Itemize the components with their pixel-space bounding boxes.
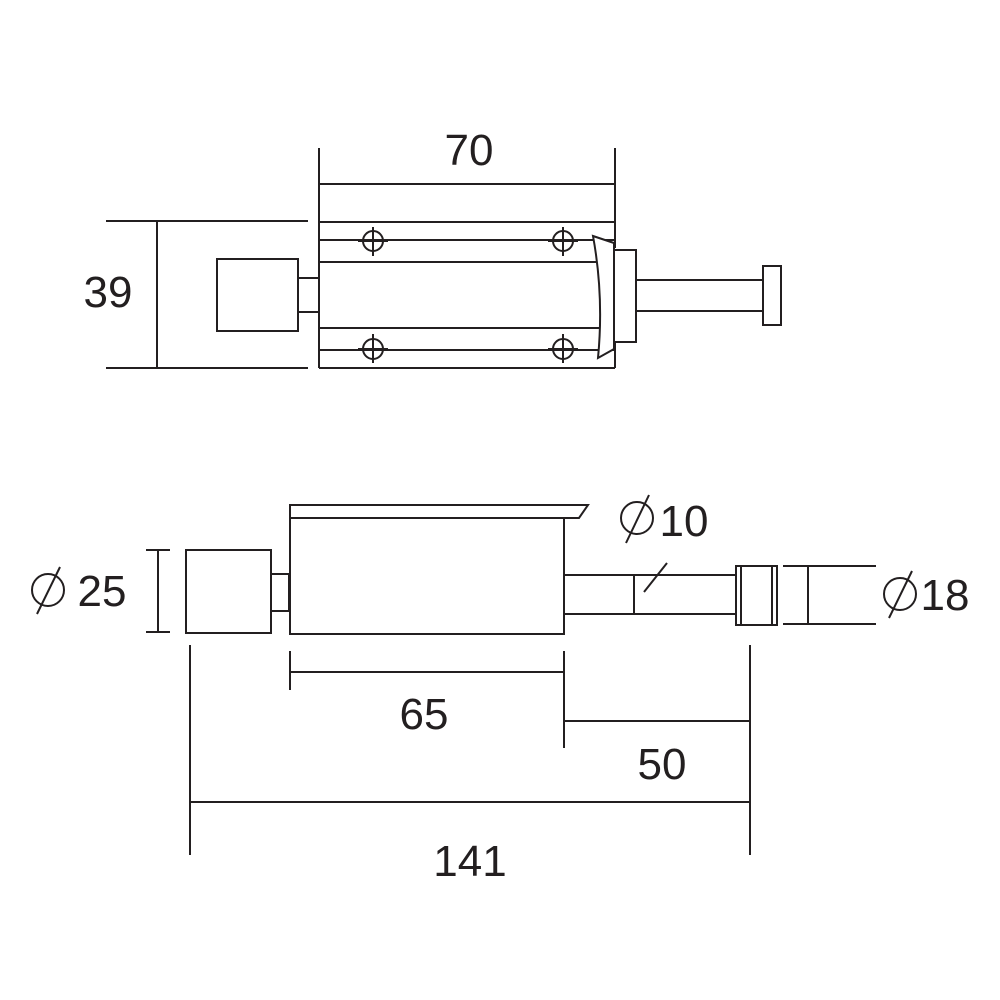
dimension-label-70: 70 — [445, 126, 494, 175]
knob-top — [216, 258, 299, 332]
bolt-tip-side — [735, 565, 778, 626]
diameter-symbol-icon — [883, 570, 917, 619]
bolt-top — [635, 279, 765, 312]
dimension-height-39: 39 — [84, 220, 308, 369]
dimension-length-65: 65 — [289, 651, 565, 748]
diameter-symbol-icon — [620, 494, 654, 544]
knob-neck-top — [297, 277, 320, 313]
bracket-top — [591, 234, 637, 360]
bolt-side — [563, 574, 737, 615]
dimension-label-10: 10 — [660, 497, 709, 546]
dimension-label-141: 141 — [433, 837, 506, 886]
screw-hole-bottom-right — [548, 334, 578, 363]
screw-hole-top-right — [548, 227, 578, 256]
dimension-diameter-18: 18 — [783, 565, 970, 625]
dimension-label-18: 18 — [921, 571, 970, 620]
dimension-label-65: 65 — [400, 690, 449, 739]
side-view: 25 10 — [31, 494, 970, 886]
screw-hole-bottom-left — [358, 334, 388, 363]
knob-side — [185, 549, 272, 634]
diameter-symbol-icon — [31, 566, 65, 615]
dimension-label-25: 25 — [78, 567, 127, 616]
top-view: 70 39 — [84, 126, 782, 369]
dimension-label-50: 50 — [638, 740, 687, 789]
dimension-length-50: 50 — [564, 645, 751, 855]
housing-side — [289, 504, 590, 635]
dimension-label-39: 39 — [84, 268, 133, 317]
bolt-end-cap-top — [762, 265, 782, 326]
dimension-width-70: 70 — [318, 126, 616, 222]
screw-hole-top-left — [358, 227, 388, 256]
leader-line — [643, 562, 668, 593]
knob-neck-side — [270, 573, 290, 612]
dimension-diameter-10: 10 — [620, 494, 709, 593]
dimension-diameter-25: 25 — [31, 549, 170, 633]
dimension-length-141: 141 — [189, 645, 750, 886]
